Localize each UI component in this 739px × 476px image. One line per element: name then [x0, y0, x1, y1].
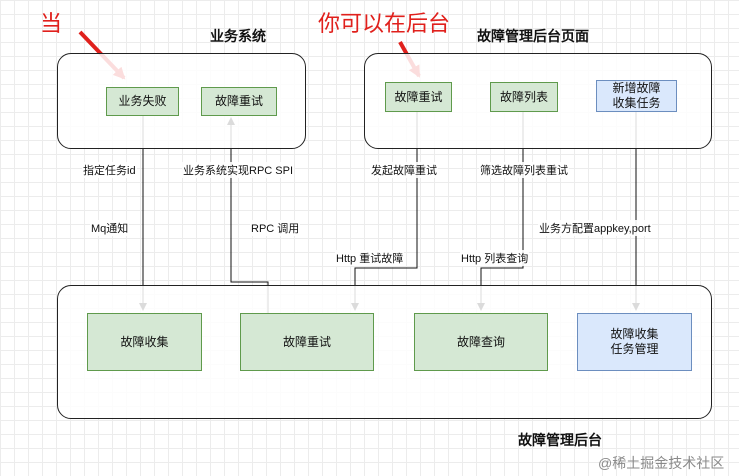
label-mq-notify: Mq通知: [90, 220, 130, 236]
fault-admin-backend-title: 故障管理后台: [518, 432, 602, 448]
watermark: @稀土掘金技术社区: [598, 455, 725, 471]
business-system-title: 业务系统: [210, 28, 266, 44]
fault-admin-page-title: 故障管理后台页面: [477, 28, 589, 44]
label-http-list-query: Http 列表查询: [460, 250, 530, 266]
node-page-new-collect-task: 新增故障 收集任务: [596, 80, 677, 112]
node-backend-fault-collect: 故障收集: [87, 313, 202, 371]
node-backend-fault-retry: 故障重试: [240, 313, 374, 371]
annotation-dang: 当: [40, 11, 63, 36]
node-backend-collect-task-mgmt: 故障收集 任务管理: [577, 313, 692, 371]
label-config-appkey: 业务方配置appkey,port: [538, 220, 652, 236]
label-rpc-call: RPC 调用: [250, 220, 301, 236]
node-page-fault-retry: 故障重试: [385, 82, 452, 112]
label-filter-retry: 筛选故障列表重试: [479, 162, 569, 178]
node-biz-failure: 业务失败: [106, 87, 179, 116]
node-biz-fault-retry: 故障重试: [201, 87, 277, 116]
annotation-you-can-in-backend: 你可以在后台: [318, 11, 451, 36]
label-rpc-spi: 业务系统实现RPC SPI: [182, 162, 295, 178]
label-initiate-retry: 发起故障重试: [370, 162, 438, 178]
label-http-retry: Http 重试故障: [335, 250, 405, 266]
node-backend-fault-query: 故障查询: [414, 313, 548, 371]
node-page-fault-list: 故障列表: [490, 82, 558, 112]
label-specify-task-id: 指定任务id: [82, 162, 137, 178]
